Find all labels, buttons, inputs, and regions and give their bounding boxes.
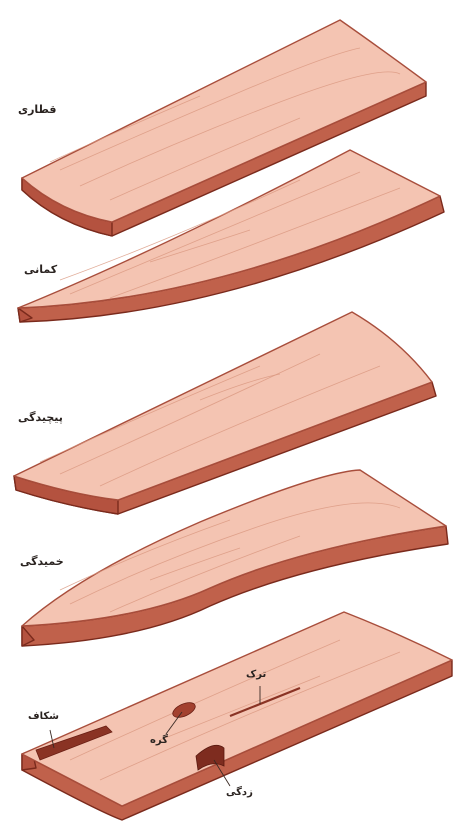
label-bow: کمانی	[24, 264, 57, 275]
label-twist: پیچیدگی	[18, 412, 63, 423]
label-crook: خمیدگی	[20, 556, 64, 567]
label-wane: زدگی	[226, 788, 253, 798]
label-check: ترک	[246, 670, 266, 680]
label-split: شکاف	[28, 712, 59, 722]
label-knot: گره	[150, 736, 168, 746]
label-cupping: قطاری	[18, 104, 56, 115]
